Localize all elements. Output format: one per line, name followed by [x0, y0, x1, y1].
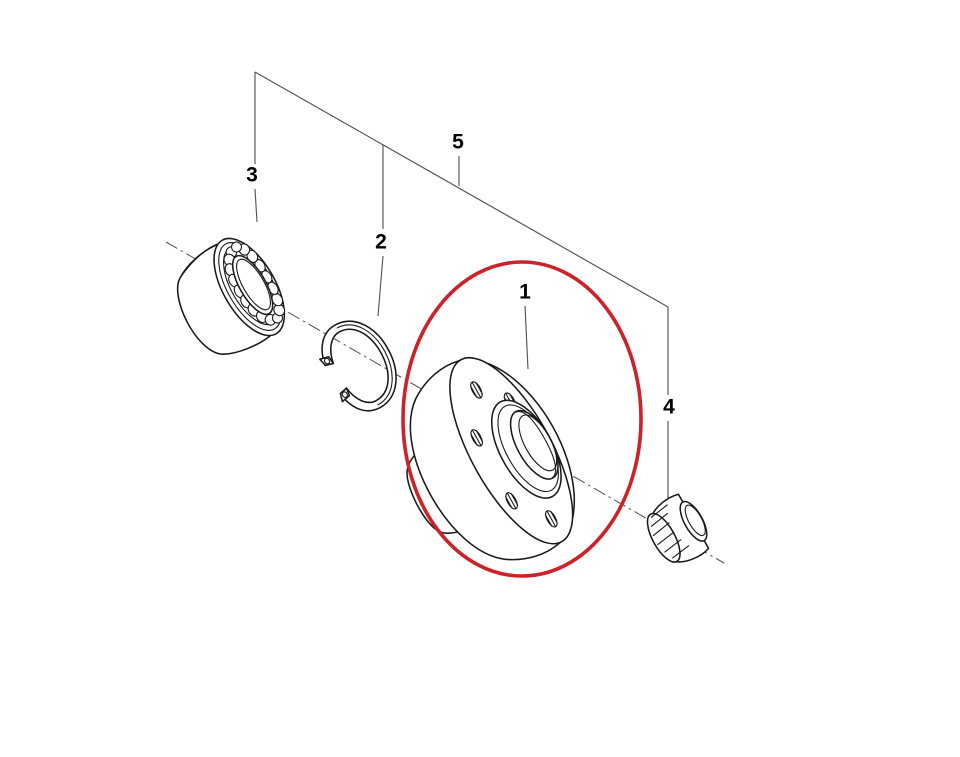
- callout-label-3[interactable]: 3: [246, 164, 258, 187]
- callout-label-2[interactable]: 2: [375, 231, 387, 254]
- callout-label-4[interactable]: 4: [663, 396, 675, 419]
- part-ball-bearing[interactable]: [160, 227, 298, 369]
- callout-label-1[interactable]: 1: [519, 281, 531, 304]
- callout-leaders: [254, 188, 529, 370]
- snap-ring-lug-hole-upper: [323, 357, 331, 365]
- part-wheel-hub[interactable]: [365, 335, 604, 595]
- part-axle-nut[interactable]: [639, 489, 718, 572]
- nut-front-collar: [679, 500, 708, 542]
- bearing-bore: [236, 258, 271, 311]
- nut-spline-ridges: [650, 504, 690, 559]
- hub-bolt-hole: [505, 492, 519, 510]
- selected-part-highlight[interactable]: [401, 260, 643, 578]
- callout-labels: 1 2 3 4 5: [246, 131, 675, 419]
- nut-thread-bore: [684, 504, 706, 537]
- hub-bore-depth-wall: [515, 410, 557, 479]
- callout-2-leader: [377, 255, 384, 317]
- snap-ring-lug-upper: [319, 356, 335, 367]
- snap-ring-body: [321, 320, 397, 412]
- assembly-center-axis: [165, 241, 725, 564]
- bearing-outer-race-inner-edge: [218, 242, 282, 331]
- snap-ring-thickness-edge: [336, 324, 393, 406]
- hub-bolt-hole: [470, 429, 484, 447]
- bearing-inner-race: [231, 254, 274, 316]
- assembly-group-bracket: [254, 71, 669, 502]
- hub-bolt-hole: [469, 381, 483, 399]
- hub-center-bore-inner: [518, 414, 558, 472]
- callout-3-leader: [254, 188, 258, 223]
- callout-1-leader: [524, 305, 529, 370]
- part-retaining-snap-ring[interactable]: [309, 308, 411, 422]
- snap-ring-lug-hole-lower: [341, 391, 348, 398]
- snap-ring-lug-lower: [339, 387, 351, 403]
- callout-label-5[interactable]: 5: [452, 131, 464, 154]
- hub-bolt-hole: [544, 510, 558, 528]
- bracket-span-line: [254, 71, 669, 308]
